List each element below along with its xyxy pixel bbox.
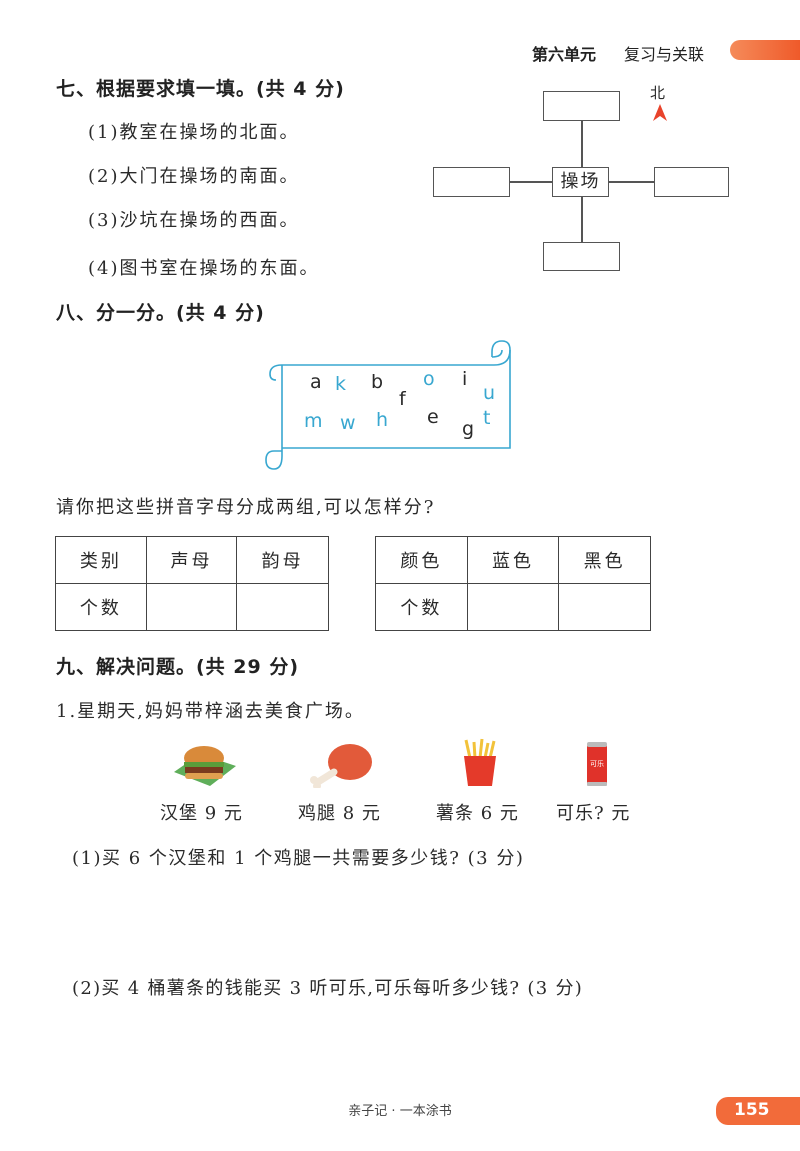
letter-g: g <box>462 418 475 440</box>
letter-h: h <box>376 409 389 431</box>
section8-heading: 八、分一分。(共 4 分) <box>56 302 265 324</box>
map-center-playground: 操场 <box>552 167 609 197</box>
map-connector-east <box>609 181 654 183</box>
letter-m: m <box>304 410 323 432</box>
letter-k: k <box>335 373 347 395</box>
sub-question-1: (1)买 6 个汉堡和 1 个鸡腿一共需要多少钱? (3 分) <box>72 848 525 869</box>
section7-item-2: (2)大门在操场的南面。 <box>88 166 300 187</box>
map-box-west[interactable] <box>433 167 510 197</box>
cola-icon <box>587 742 607 786</box>
price-burger: 汉堡 9 元 <box>160 803 243 824</box>
north-label: 北 <box>650 84 666 102</box>
unit-label: 第六单元 <box>532 45 597 64</box>
letter-o: o <box>423 368 435 390</box>
letter-b: b <box>371 371 384 393</box>
section7-item-1: (1)教室在操场的北面。 <box>88 122 300 143</box>
letter-e: e <box>427 406 439 428</box>
unit-title: 复习与关联 <box>624 45 705 64</box>
price-cola: 可乐? 元 <box>556 803 631 824</box>
section9-heading: 九、解决问题。(共 29 分) <box>56 656 300 678</box>
table2-header-1: 蓝色 <box>466 536 560 584</box>
table-color: 颜色 蓝色 黑色 个数 <box>375 536 651 631</box>
answer-area-1[interactable] <box>72 874 692 960</box>
letter-w: w <box>340 412 356 434</box>
chicken-leg-icon <box>310 744 372 788</box>
page-number: 155 <box>734 1100 770 1120</box>
sub-question-2: (2)买 4 桶薯条的钱能买 3 听可乐,可乐每听多少钱? (3 分) <box>72 978 584 999</box>
section7-item-3: (3)沙坑在操场的西面。 <box>88 210 300 231</box>
section7-heading: 七、根据要求填一填。(共 4 分) <box>56 78 345 100</box>
map-box-east[interactable] <box>654 167 729 197</box>
letter-i: i <box>462 368 468 390</box>
table1-row-label: 个数 <box>55 583 147 631</box>
fries-icon <box>464 738 496 786</box>
letter-u: u <box>483 382 496 404</box>
header-accent-bar <box>730 40 800 60</box>
section8-question: 请你把这些拼音字母分成两组,可以怎样分? <box>56 497 436 518</box>
table-category: 类别 声母 韵母 个数 <box>55 536 329 631</box>
table2-header-0: 颜色 <box>375 536 468 584</box>
question-1: 1.星期天,妈妈带梓涵去美食广场。 <box>56 701 365 722</box>
table1-answer-consonant[interactable] <box>145 583 238 631</box>
map-connector-south <box>581 196 583 242</box>
footer-brand: 亲子记 · 一本涂书 <box>348 1104 452 1119</box>
table1-header-0: 类别 <box>55 536 147 584</box>
table1-header-2: 韵母 <box>236 536 329 584</box>
section7-item-4: (4)图书室在操场的东面。 <box>88 258 320 279</box>
map-box-south[interactable] <box>543 242 620 271</box>
cola-can-text: 可乐 <box>590 760 604 768</box>
price-chicken-leg: 鸡腿 8 元 <box>298 803 381 824</box>
answer-area-2[interactable] <box>72 1004 692 1090</box>
table2-answer-blue[interactable] <box>466 583 560 631</box>
letter-f: f <box>399 388 406 410</box>
burger-icon <box>174 746 236 786</box>
north-arrow-icon <box>653 104 667 121</box>
price-fries: 薯条 6 元 <box>436 803 519 824</box>
table1-header-1: 声母 <box>145 536 238 584</box>
page-number-tab <box>716 1097 800 1125</box>
table2-header-2: 黑色 <box>558 536 651 584</box>
map-connector-north <box>581 121 583 168</box>
table2-row-label: 个数 <box>375 583 468 631</box>
letter-a: a <box>310 371 322 393</box>
letter-t: t <box>483 407 491 429</box>
table2-answer-black[interactable] <box>558 583 651 631</box>
scroll-banner <box>265 340 511 470</box>
map-box-north[interactable] <box>543 91 620 121</box>
map-connector-west <box>510 181 552 183</box>
table1-answer-vowel[interactable] <box>236 583 329 631</box>
